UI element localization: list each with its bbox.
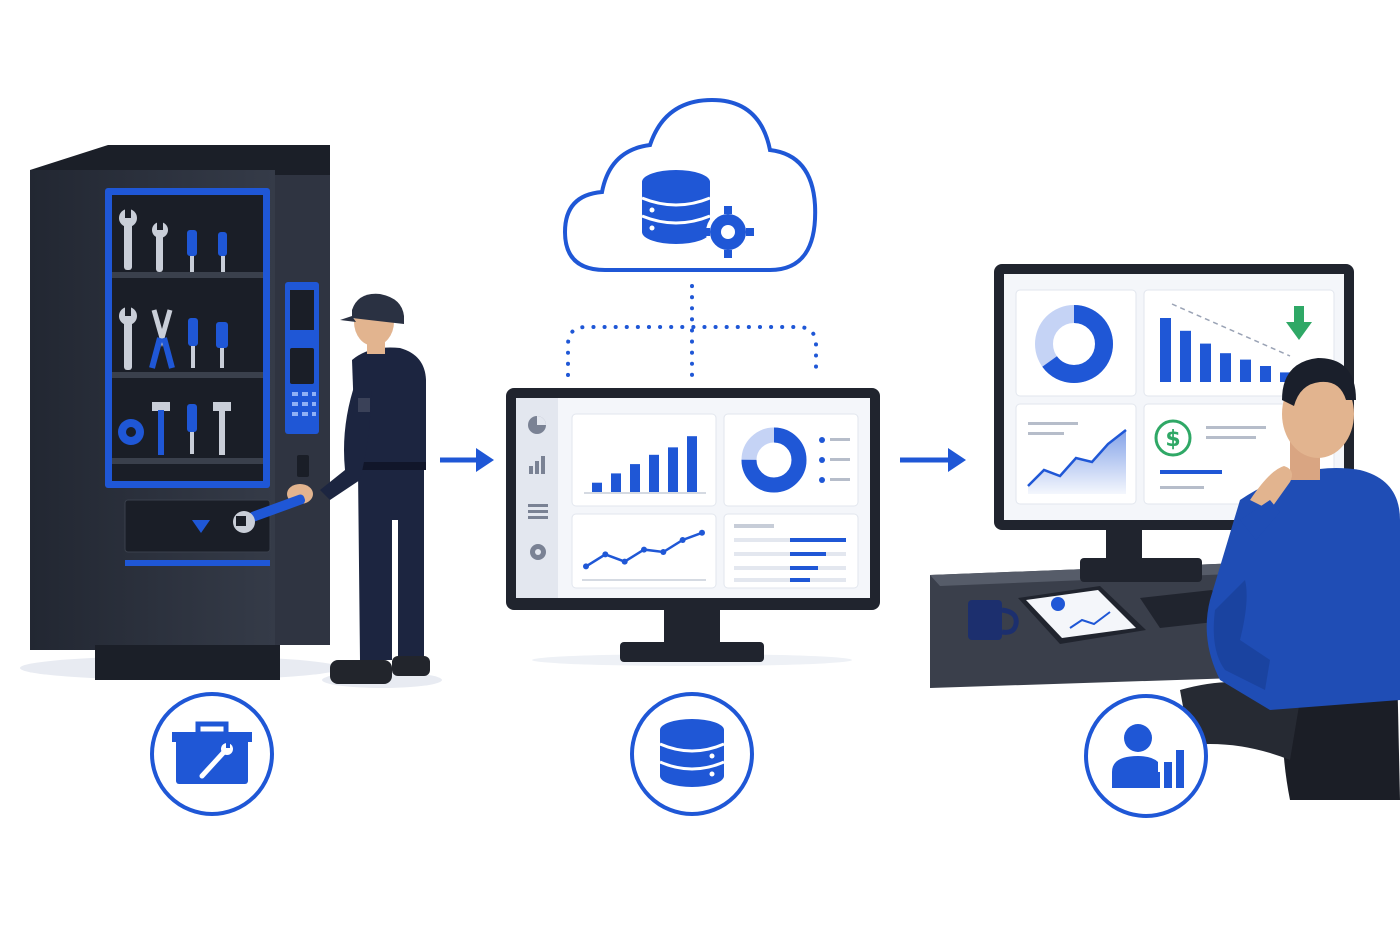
flow-arrow-1 (440, 448, 494, 472)
wrench-icon (119, 208, 137, 270)
gear-icon (530, 544, 546, 560)
bar-4 (649, 454, 659, 492)
screwdriver-icon (188, 318, 198, 368)
bar-2 (611, 473, 621, 492)
donut-segment (1035, 305, 1113, 383)
trend-line (1171, 303, 1291, 357)
center-monitor (506, 388, 880, 666)
line-point-1 (583, 563, 589, 570)
area-chart (1027, 422, 1127, 494)
tape-measure-icon (118, 419, 144, 445)
analyst-workstation: $ (930, 264, 1400, 800)
screwdriver-icon (187, 404, 197, 454)
flow-arrow-2 (900, 448, 966, 472)
svg-text:$: $ (1165, 427, 1180, 452)
line-point-4 (641, 546, 647, 553)
right-bar-chart (1160, 318, 1291, 382)
stage-icon-cloud-data (630, 692, 754, 816)
bar-3 (630, 464, 640, 492)
wrench-icon (152, 221, 168, 272)
cloud-connector (566, 284, 818, 382)
bar-6 (687, 436, 697, 492)
user-chart-icon (1112, 724, 1184, 788)
dollar-icon: $ (1154, 419, 1192, 457)
right-bar-card (1143, 289, 1335, 397)
bar-5 (1240, 359, 1251, 382)
bar-chart-icon (529, 456, 545, 474)
bar-chart-card (571, 413, 717, 507)
bar-1 (1160, 318, 1171, 382)
donut-segment (741, 427, 807, 493)
tray-arrow-icon (192, 520, 210, 533)
down-arrow-icon (1286, 306, 1312, 340)
list-icon (528, 504, 548, 519)
bar-1 (592, 482, 602, 492)
center-bar-chart (592, 436, 697, 492)
right-donut-chart (1035, 305, 1113, 383)
bar-7 (1280, 372, 1291, 382)
pie-chart-icon (528, 416, 546, 434)
line-point-7 (699, 529, 705, 536)
bar-2 (1180, 330, 1191, 382)
pliers-icon (149, 309, 175, 369)
keypad (292, 392, 316, 416)
analyst-figure (1206, 358, 1400, 710)
display-screen (290, 290, 314, 330)
tablet (1018, 586, 1146, 644)
line-point-2 (602, 551, 609, 558)
screwdriver-icon (187, 230, 197, 272)
progress-bars (734, 524, 846, 582)
bar-6 (1260, 366, 1271, 382)
line-point-3 (621, 558, 628, 565)
card-reader (290, 348, 314, 384)
hammer-icon (152, 402, 170, 455)
toolbox-wrench-icon (172, 721, 252, 784)
screwdriver-icon (216, 322, 228, 368)
stage-icon-tool-vending (150, 692, 274, 816)
hammer-icon (213, 402, 231, 455)
stage-icon-analytics (1084, 694, 1208, 818)
center-donut-chart (741, 427, 807, 493)
bar-3 (1200, 343, 1211, 382)
cloud-server (562, 97, 818, 382)
tool-vending-machine (20, 145, 340, 680)
wrench-icon (119, 306, 137, 370)
donut-legend (819, 437, 850, 483)
technician-figure (233, 293, 442, 688)
line-point-6 (679, 537, 686, 543)
screwdriver-icon (218, 232, 227, 272)
coffee-mug (968, 600, 1019, 640)
database-gear-icon (641, 170, 754, 258)
database-icon (659, 719, 725, 787)
bar-4 (1220, 353, 1231, 382)
line-point-5 (660, 549, 667, 555)
bar-5 (668, 447, 678, 492)
center-line-chart (582, 529, 706, 581)
cost-lines (1160, 426, 1266, 489)
